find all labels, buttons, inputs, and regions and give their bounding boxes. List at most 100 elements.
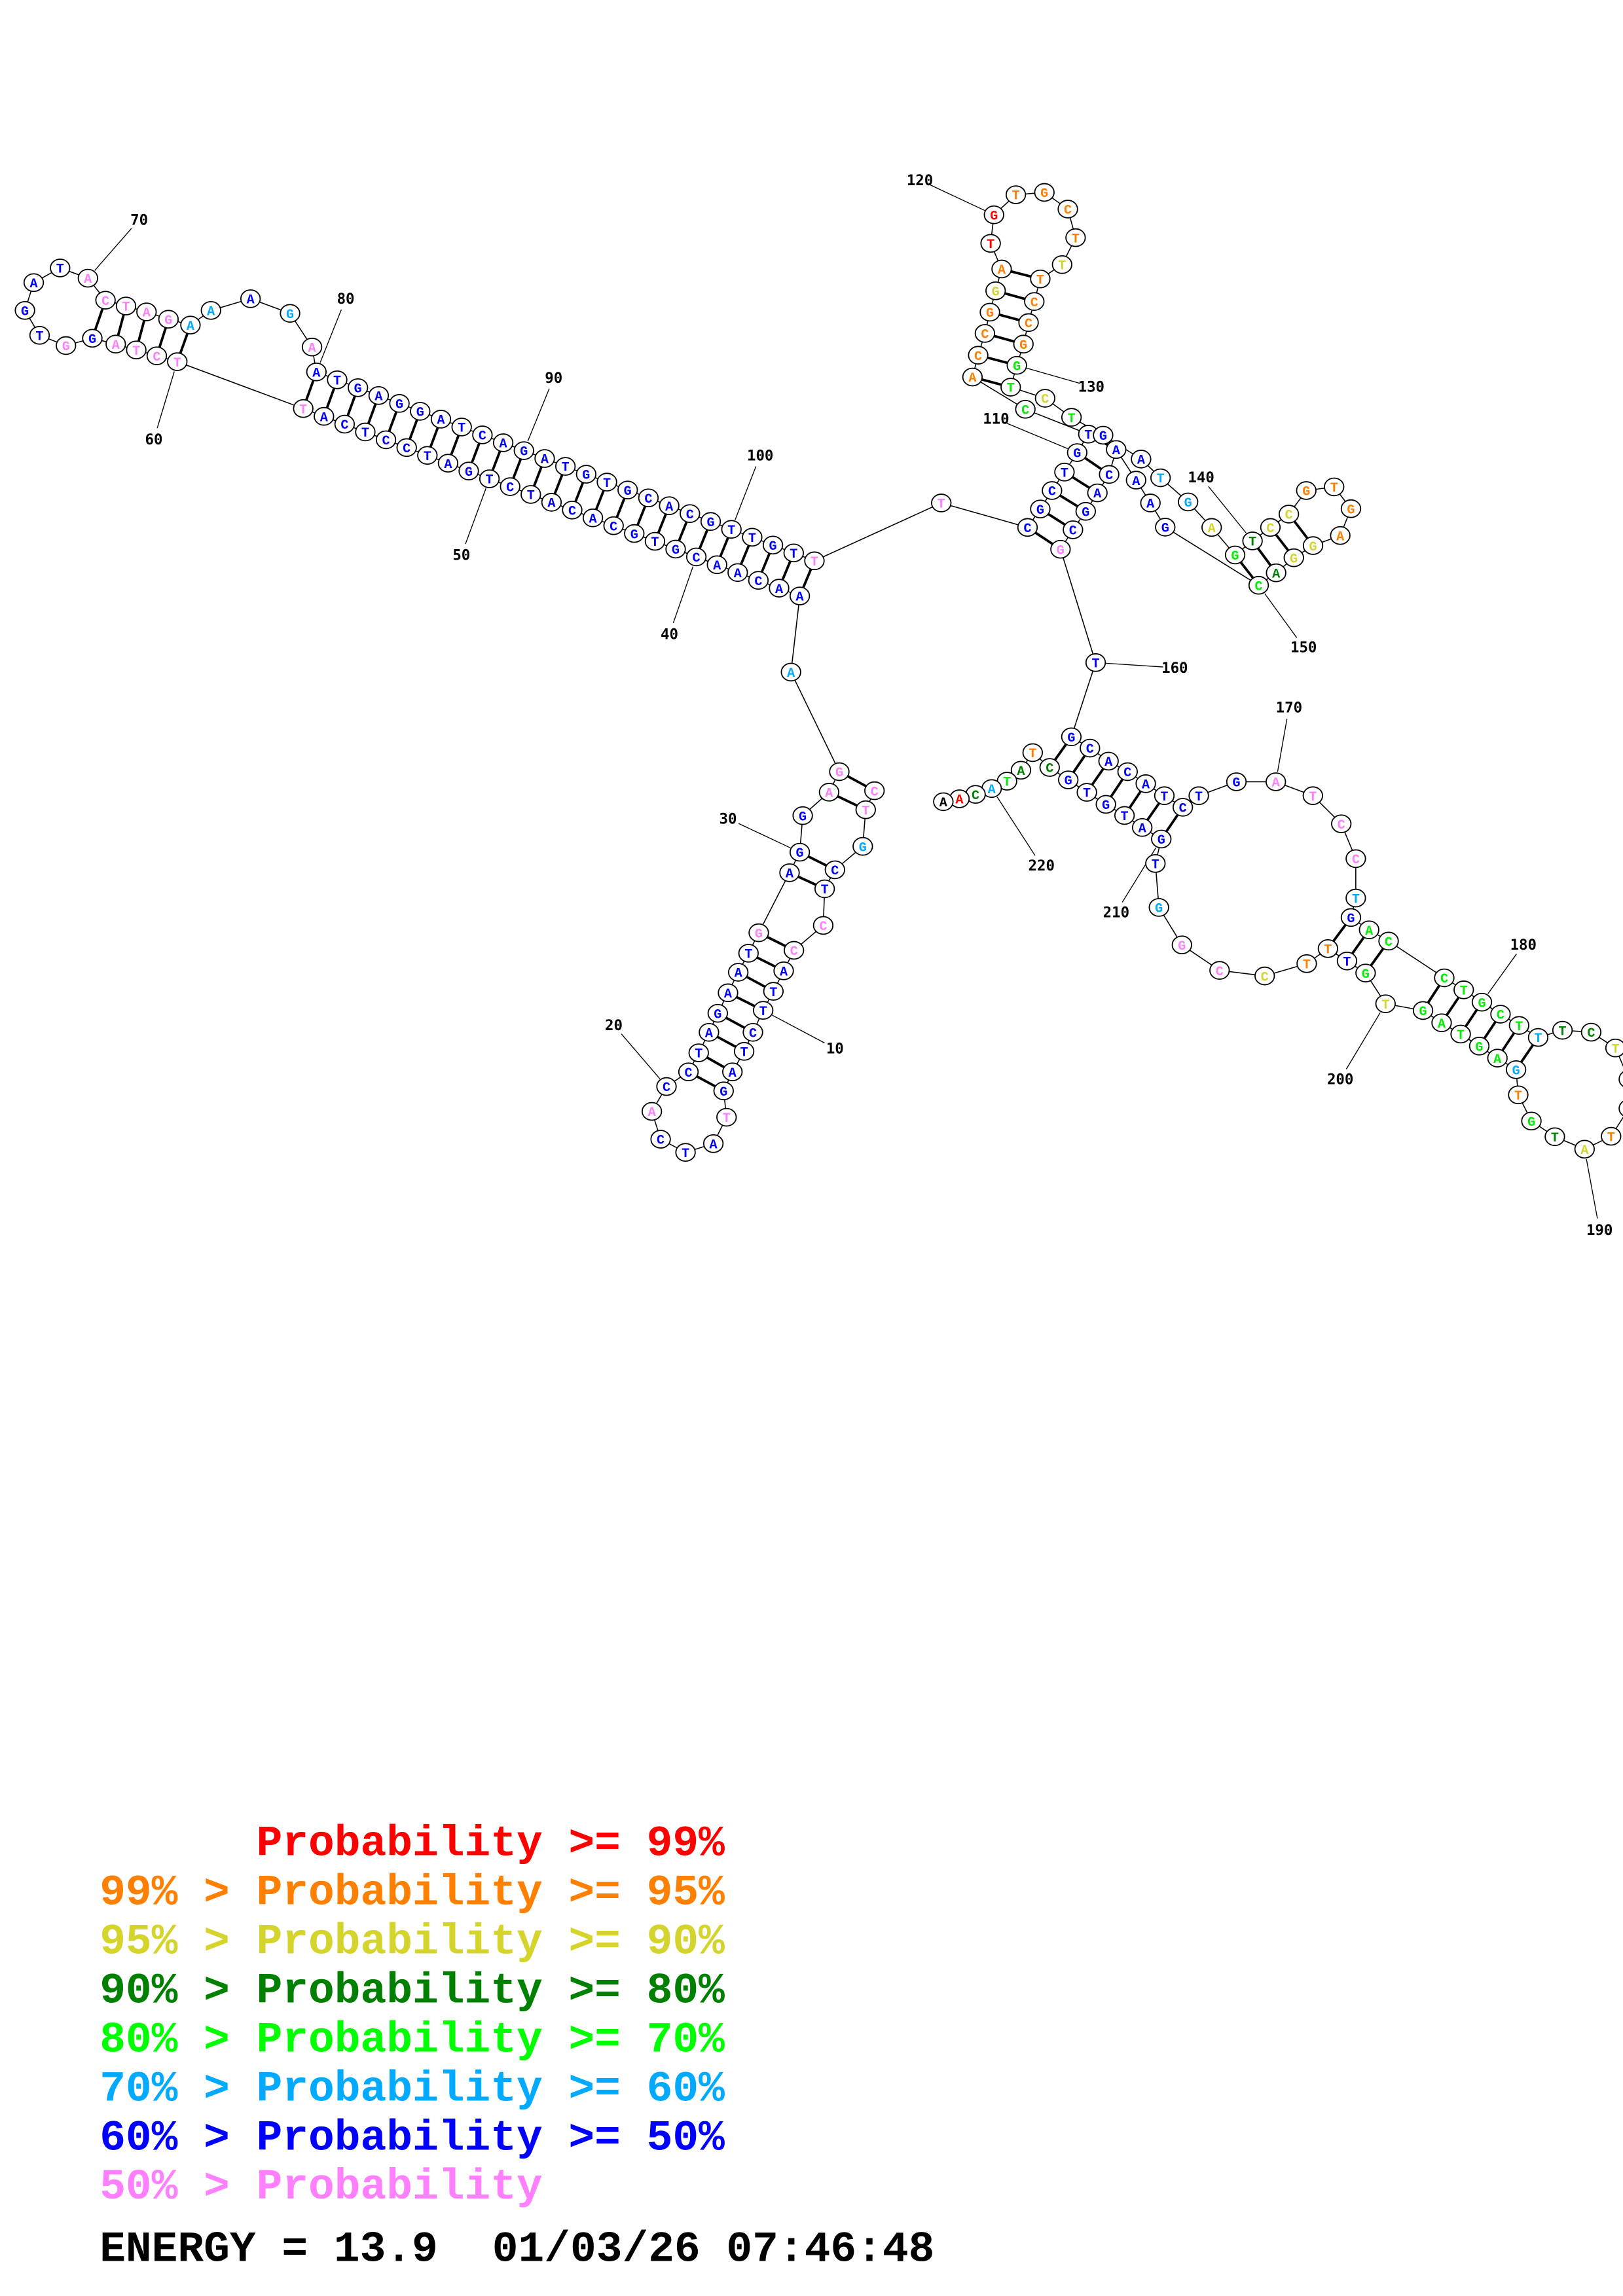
nucleotide: T (1022, 743, 1043, 762)
nucleotide: C (603, 516, 624, 535)
nucleotide-circle (1242, 531, 1263, 550)
nucleotide: T (996, 772, 1017, 791)
nucleotide-base: C (1048, 485, 1056, 500)
nucleotide-base: T (1330, 481, 1338, 496)
nucleotide: G (1006, 355, 1027, 375)
nucleotide: A (779, 863, 800, 882)
backbone-segment (758, 872, 790, 933)
nucleotide-circle (1150, 468, 1171, 488)
backbone-segment (177, 361, 304, 409)
nucleotide-circle (375, 430, 397, 450)
nucleotide-circle (472, 425, 493, 444)
nucleotide-circle (136, 302, 157, 321)
nucleotide-base: T (1343, 955, 1351, 970)
position-label: 30 (720, 810, 737, 827)
nucleotide-circle (1039, 758, 1060, 777)
nucleotide: C (680, 504, 701, 524)
nucleotide-base: A (437, 414, 445, 429)
nucleotide: G (1034, 183, 1055, 202)
nucleotide-base: A (1272, 776, 1281, 791)
nucleotide-circle (1552, 1020, 1573, 1040)
nucleotide-base: T (361, 426, 369, 441)
nucleotide-circle (638, 488, 659, 507)
nucleotide: T (1508, 1085, 1529, 1105)
nucleotide-circle (1057, 200, 1078, 219)
nucleotide: G (1521, 1111, 1542, 1131)
nucleotide-circle (983, 205, 1004, 224)
nucleotide-base: T (1083, 787, 1091, 802)
nucleotide-base: C (1041, 393, 1049, 408)
position-leader-line (738, 823, 791, 849)
nucleotide-base: T (527, 489, 535, 504)
nucleotide-circle (722, 1062, 743, 1081)
nucleotide-base: T (1558, 1024, 1566, 1039)
nucleotide-base: G (796, 846, 804, 861)
nucleotide-circle (500, 477, 520, 496)
position-leader-line (1027, 367, 1080, 384)
nucleotide: T (742, 528, 763, 547)
nucleotide: A (136, 302, 157, 321)
nucleotide-base: G (395, 398, 403, 413)
nucleotide: G (748, 923, 769, 942)
nucleotide: G (1067, 443, 1087, 462)
nucleotide-circle (95, 291, 116, 310)
nucleotide-circle (1508, 1085, 1529, 1105)
nucleotide-circle (396, 438, 417, 457)
nucleotide-circle (1131, 450, 1152, 469)
nucleotide-base: T (35, 329, 43, 344)
nucleotide: C (656, 1077, 677, 1096)
nucleotide: T (293, 399, 314, 418)
nucleotide-circle (1106, 440, 1127, 459)
nucleotide: C (1080, 738, 1101, 758)
nucleotide-base: A (143, 306, 151, 321)
position-label: 150 (1290, 639, 1317, 656)
nucleotide: T (50, 259, 71, 278)
nucleotide-circle (1226, 772, 1247, 791)
nucleotide-base: C (1030, 296, 1038, 311)
nucleotide-base: A (825, 787, 833, 802)
nucleotide: T (1054, 462, 1075, 482)
nucleotide-circle (789, 842, 811, 862)
nucleotide: A (659, 496, 680, 516)
nucleotide: G (513, 441, 534, 460)
nucleotide-base: A (1017, 764, 1025, 780)
nucleotide: T (1145, 853, 1166, 873)
nucleotide-circle (812, 916, 834, 935)
nucleotide-base: C (1216, 965, 1224, 980)
nucleotide-circle (852, 836, 873, 856)
nucleotide-circle (1355, 963, 1376, 982)
nucleotide-circle (1178, 492, 1199, 512)
nucleotide-base: T (132, 344, 140, 359)
legend-label-0: Probability >= 99% (257, 1820, 725, 1869)
position-labels: 1020304050607080901001101201301401501601… (130, 172, 1613, 1239)
nucleotide-circle (1054, 462, 1075, 482)
nucleotide-base: C (663, 1081, 670, 1096)
nucleotide: A (180, 315, 201, 334)
legend-label-4: Probability >= 70% (257, 2015, 725, 2064)
nucleotide-base: T (458, 422, 465, 437)
nucleotide: A (23, 273, 45, 293)
position-leader-line (772, 1014, 825, 1044)
backbone-segment (941, 502, 1028, 528)
nucleotide-base: C (1497, 1009, 1504, 1024)
nucleotide: C (1039, 758, 1060, 777)
nucleotide: A (105, 334, 126, 354)
backbone-segment (790, 596, 801, 672)
nucleotide-base: T (122, 300, 130, 315)
position-leader-line (1277, 719, 1288, 772)
nucleotide: T (1302, 786, 1323, 806)
nucleotide-circle (706, 555, 727, 575)
nucleotide-circle (1085, 653, 1106, 672)
nucleotide-circle (1058, 770, 1079, 789)
nucleotide-base: G (1178, 939, 1186, 954)
nucleotide: A (1125, 471, 1146, 490)
nucleotide: T (1188, 786, 1209, 806)
nucleotide-circle (555, 457, 576, 476)
nucleotide-circle (389, 394, 410, 413)
nucleotide: A (1359, 920, 1379, 939)
nucleotide-base: T (1381, 998, 1389, 1013)
nucleotide-circle (1487, 1049, 1508, 1067)
nucleotide-base: C (749, 1026, 757, 1041)
nucleotide: C (974, 324, 996, 343)
nucleotide: T (1030, 269, 1051, 289)
